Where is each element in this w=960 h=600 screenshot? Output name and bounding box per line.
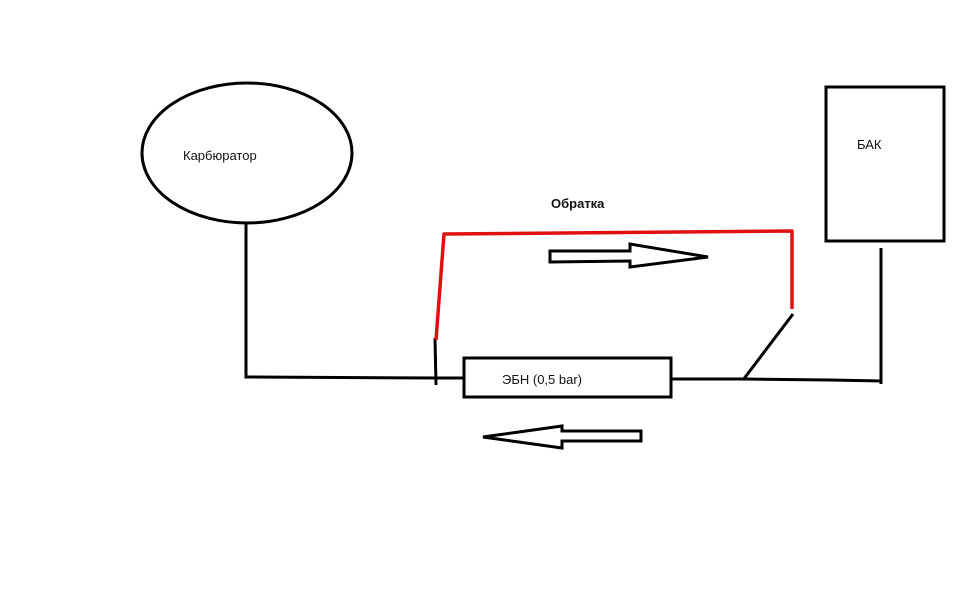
tank-label: БАК <box>857 137 882 152</box>
pump-label: ЭБН (0,5 bar) <box>502 372 582 387</box>
return-line <box>434 229 794 341</box>
return-junction-slant <box>741 313 795 381</box>
carburetor-label: Карбюратор <box>183 148 257 163</box>
feed-line-carburetor <box>244 223 438 380</box>
tank-box <box>824 85 946 243</box>
arrow-right-icon <box>548 242 709 269</box>
feed-line-tank <box>671 377 883 383</box>
junction-tick-left <box>433 337 438 386</box>
return-line-label: Обратка <box>551 196 605 211</box>
arrow-left-icon <box>482 424 643 450</box>
